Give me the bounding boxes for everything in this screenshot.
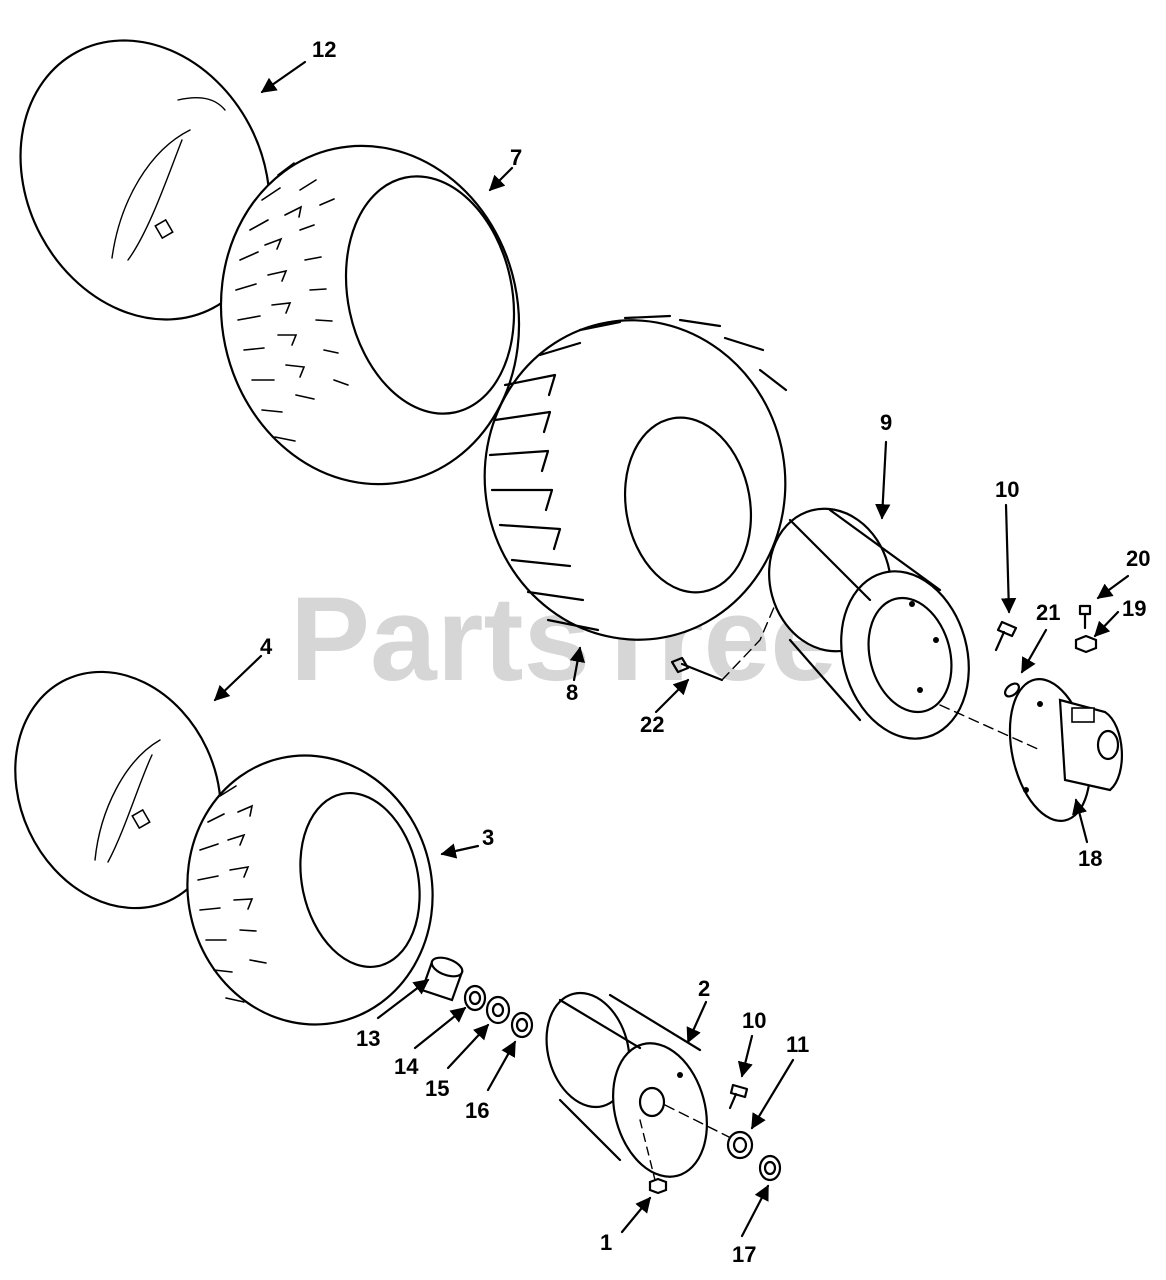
label-part-14: 14 [394,1054,419,1079]
label-part-17: 17 [732,1242,756,1267]
label-part-3: 3 [482,825,494,850]
turf-tire-lower [186,754,434,1026]
label-part-13: 13 [356,1026,380,1051]
hub-adapter [939,678,1123,822]
label-part-21: 21 [1036,600,1060,625]
label-part-12: 12 [312,37,336,62]
label-part-20: 20 [1126,546,1150,571]
bar-tread-tire [483,314,788,641]
inner-tube-lower [14,670,222,910]
rim-lower [545,991,736,1178]
leader-arrows [213,60,1130,1238]
label-part-15: 15 [425,1076,449,1101]
label-part-8: 8 [566,680,578,705]
label-part-4: 4 [260,634,273,659]
label-part-9: 9 [880,410,892,435]
label-part-22: 22 [640,712,664,737]
label-part-1: 1 [600,1230,612,1255]
label-part-10-lower: 10 [742,1008,766,1033]
label-part-10-upper: 10 [995,477,1019,502]
label-part-16: 16 [465,1098,489,1123]
turf-tire-upper [219,144,521,486]
label-part-19: 19 [1122,596,1146,621]
part-labels: 12 7 8 9 10 20 19 21 22 18 4 3 13 14 15 … [260,37,1150,1267]
label-part-11: 11 [786,1032,809,1057]
lower-hardware [639,1083,782,1195]
rim-upper [768,507,970,740]
label-part-7: 7 [510,145,522,170]
inner-tube-upper [19,39,271,321]
bushing-and-washers [420,956,534,1039]
label-part-2: 2 [698,976,710,1001]
label-part-18: 18 [1078,846,1102,871]
upper-hardware [670,604,1098,698]
